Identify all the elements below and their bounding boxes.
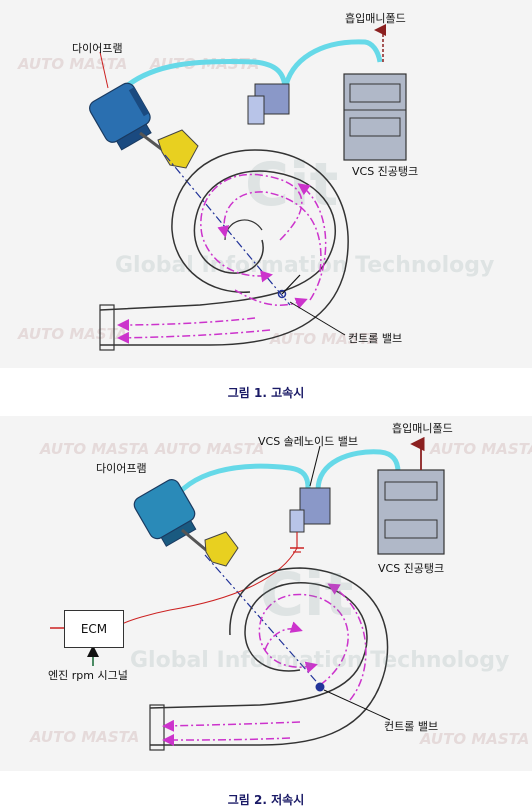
diaphragm-actuator bbox=[89, 82, 152, 151]
watermark-brand: AUTO MASTA bbox=[155, 440, 265, 458]
label-intake-manifold: 흡입매니폴드 bbox=[345, 12, 406, 25]
watermark-brand: AUTO MASTA bbox=[18, 55, 128, 73]
figure-2-drawing bbox=[50, 436, 445, 751]
ecm-signal-wire bbox=[121, 547, 298, 625]
turbine-housing bbox=[99, 170, 337, 311]
solenoid-leader bbox=[309, 445, 321, 487]
vcs-vacuum-tank bbox=[343, 73, 407, 161]
label-diaphragm: 다이어프램 bbox=[72, 42, 123, 55]
watermark-brand: AUTO MASTA bbox=[40, 440, 150, 458]
vacuum-hose bbox=[167, 463, 311, 507]
diaphragm-leader bbox=[99, 51, 109, 89]
label-control-valve: 컨트롤 밸브 bbox=[348, 332, 403, 345]
figure-1-drawing bbox=[89, 24, 407, 351]
shaft-centerline bbox=[204, 554, 323, 689]
label-vcs-tank: VCS 진공탱크 bbox=[352, 165, 419, 178]
vacuum-hose bbox=[315, 449, 401, 491]
vcs-vacuum-tank bbox=[377, 469, 445, 555]
watermark-brand: AUTO MASTA bbox=[270, 330, 380, 348]
watermark-tagline: Global Information Technology bbox=[130, 648, 510, 673]
label-vcs-tank: VCS 진공탱크 bbox=[378, 562, 445, 575]
actuator-lever bbox=[204, 531, 239, 567]
turbine-housing bbox=[100, 149, 349, 346]
watermark-brand: AUTO MASTA bbox=[420, 730, 530, 748]
check-valve bbox=[247, 83, 290, 125]
watermark-logo: Cit bbox=[260, 560, 354, 630]
figure-1-caption: 그림 1. 고속시 bbox=[227, 386, 305, 400]
vacuum-hose bbox=[118, 58, 288, 94]
turbine-housing bbox=[149, 582, 368, 709]
actuator-lever bbox=[157, 129, 199, 169]
solenoid-valve bbox=[289, 487, 331, 533]
turbine-housing bbox=[150, 567, 389, 746]
exhaust-flow bbox=[117, 173, 327, 344]
figure-2-caption: 그림 2. 저속시 bbox=[227, 793, 305, 807]
label-engine-rpm-signal: 엔진 rpm 시그널 bbox=[48, 669, 128, 682]
housing-flange bbox=[99, 304, 115, 351]
watermark-brand: AUTO MASTA bbox=[30, 728, 140, 746]
ecm-label: ECM bbox=[80, 622, 108, 636]
turbine-housing bbox=[224, 219, 263, 241]
diaphragm-actuator bbox=[133, 479, 197, 547]
housing-flange bbox=[149, 704, 165, 751]
label-solenoid-valve: VCS 솔레노이드 밸브 bbox=[258, 435, 359, 448]
figure-1-panel bbox=[0, 0, 532, 368]
ecm-box: ECM bbox=[64, 610, 124, 648]
control-valve-leader bbox=[323, 689, 391, 721]
label-intake-manifold: 흡입매니폴드 bbox=[392, 422, 453, 435]
label-control-valve: 컨트롤 밸브 bbox=[384, 720, 439, 733]
exhaust-flow bbox=[162, 583, 367, 746]
control-valve-leader bbox=[289, 301, 346, 336]
label-diaphragm: 다이어프램 bbox=[96, 462, 147, 475]
vacuum-hose bbox=[282, 39, 383, 91]
watermark-brand: AUTO MASTA bbox=[430, 440, 532, 458]
control-valve bbox=[315, 682, 325, 692]
control-valve bbox=[277, 289, 287, 299]
watermark-tagline: Global Information Technology bbox=[115, 253, 495, 278]
